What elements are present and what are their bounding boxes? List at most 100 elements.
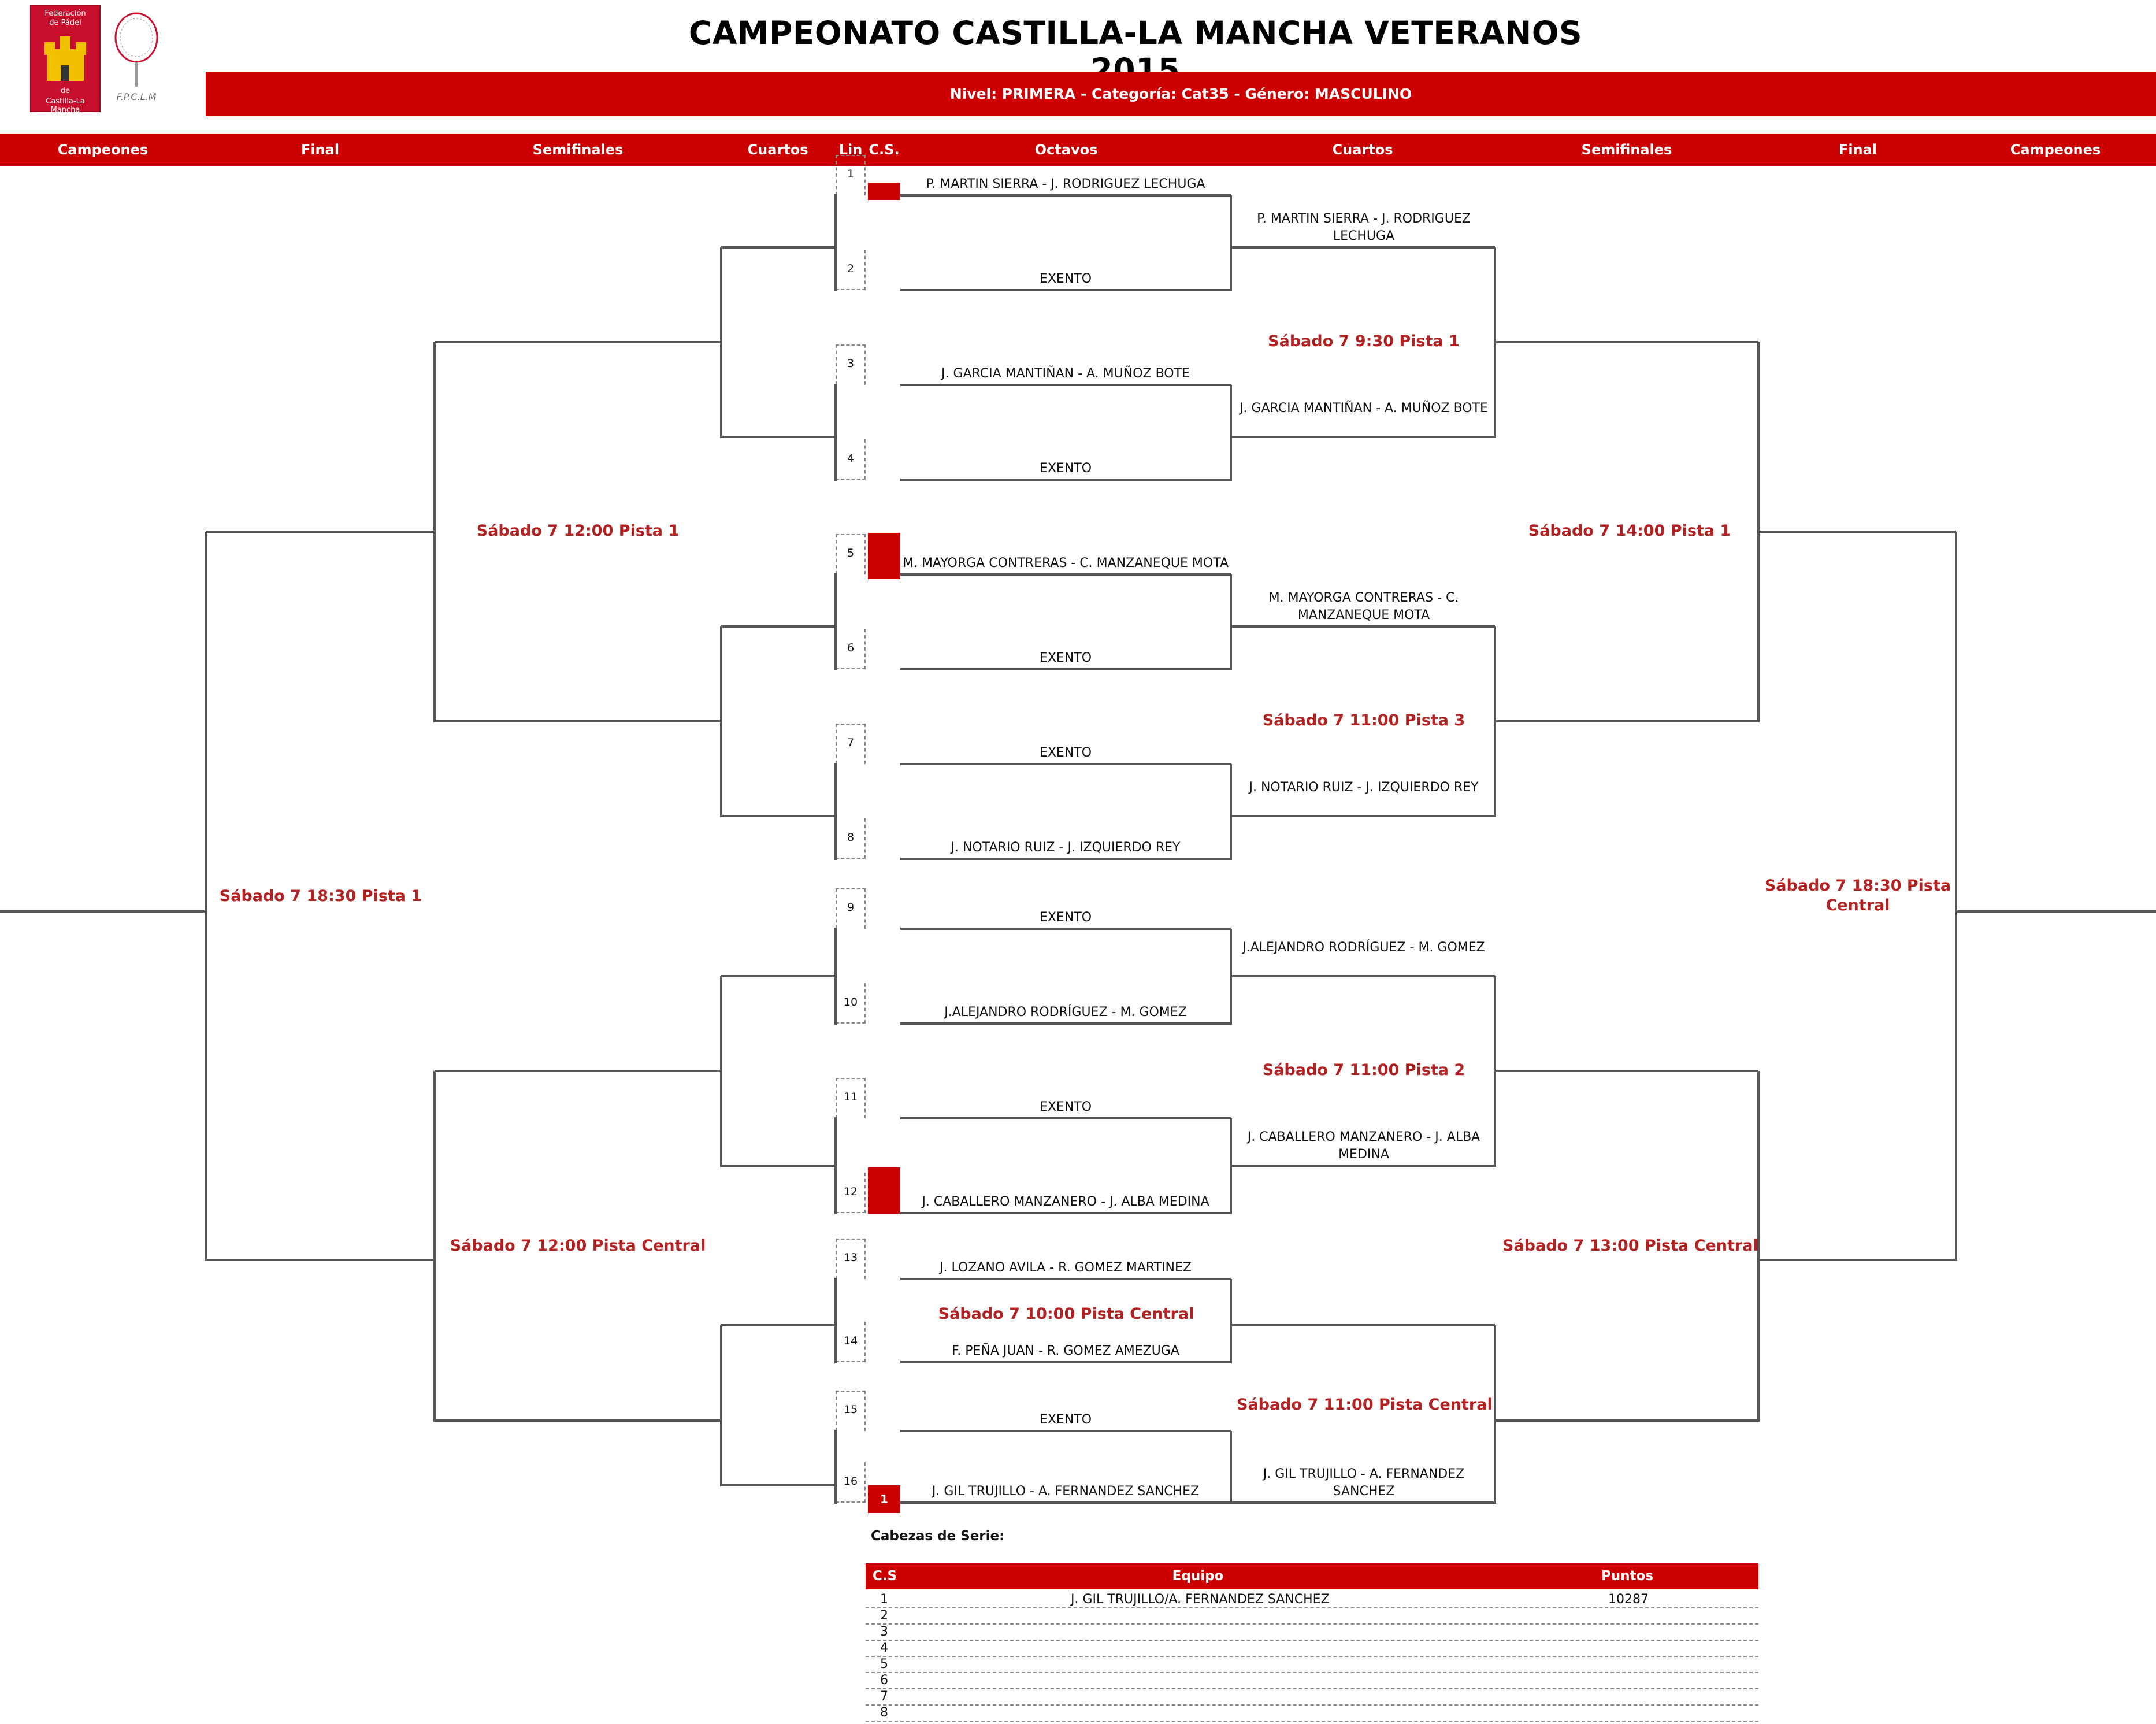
left-semis-line [435, 341, 721, 343]
line-number: 13 [843, 1251, 858, 1264]
schedule-right-semi-bottom: Sábado 7 13:00 Pista Central [1502, 1237, 1758, 1255]
octavos-connector [1230, 764, 1232, 860]
seed-row: 3 [866, 1623, 1758, 1641]
schedule-left-semi-bottom: Sábado 7 12:00 Pista Central [450, 1237, 706, 1255]
logo-text-4: Castilla-La Mancha [46, 97, 85, 114]
final-line [1758, 531, 1956, 533]
seed-marker-1: 1 [868, 1485, 900, 1513]
header-octavos: Octavos [1034, 142, 1098, 158]
castle-icon [44, 36, 86, 81]
octavos-connector [1230, 195, 1232, 291]
lin-connector [834, 928, 837, 1025]
lin-connector [834, 384, 837, 481]
schedule-q-7-8: Sábado 7 11:00 Pista Central [1237, 1396, 1493, 1414]
header-left-semis: Semifinales [532, 142, 624, 158]
seed-row: 4 [866, 1640, 1758, 1657]
octavos-connector [1230, 574, 1232, 670]
schedule-q-5-6: Sábado 7 11:00 Pista 2 [1262, 1061, 1465, 1079]
slot-box [836, 1391, 866, 1431]
slot-box [836, 1239, 866, 1279]
octavos-line [900, 1117, 1231, 1119]
octavos-team: EXENTO [1039, 746, 1092, 760]
left-quarters-line [721, 1165, 836, 1167]
slot-box [836, 724, 866, 764]
left-semis-line [435, 720, 721, 722]
header-left-quarters: Cuartos [747, 142, 808, 158]
left-final-connector [205, 532, 207, 1261]
column-header-row: Campeones Final Semifinales Cuartos Lin … [0, 134, 2156, 166]
octavos-line [900, 1361, 1231, 1363]
federation-logo: Federación de Pádel de Castilla-La Manch… [30, 5, 101, 114]
cuartos-line [1231, 1165, 1495, 1167]
left-quarters-connector [720, 1325, 722, 1486]
cuartos-team: J.ALEJANDRO RODRÍGUEZ - M. GOMEZ [1242, 940, 1485, 955]
header-right-final: Final [1838, 142, 1877, 158]
line-number: 2 [847, 262, 855, 275]
final-connector [1955, 532, 1957, 1261]
seed-marker [868, 533, 900, 579]
seed-cs: 6 [880, 1673, 888, 1688]
left-semis-line [435, 1070, 721, 1072]
seed-row: 8 [866, 1704, 1758, 1722]
cuartos-team: J. GIL TRUJILLO - A. FERNANDEZ SANCHEZ [1263, 1467, 1465, 1499]
schedule-q-3-4: Sábado 7 11:00 Pista 3 [1262, 711, 1465, 729]
schedule-q-1-2: Sábado 7 9:30 Pista 1 [1268, 332, 1460, 350]
octavos-team: J. CABALLERO MANZANERO - J. ALBA MEDINA [922, 1195, 1209, 1209]
slot-box [836, 155, 866, 195]
left-quarters-connector [720, 976, 722, 1167]
logo-text-2: de Pádel [49, 18, 81, 27]
fpclm-text: F.P.C.L.M [116, 91, 157, 102]
octavos-team: J. GARCIA MANTIÑAN - A. MUÑOZ BOTE [941, 366, 1190, 381]
octavos-team: EXENTO [1039, 910, 1092, 925]
octavos-connector [1230, 1279, 1232, 1363]
octavos-line [900, 289, 1231, 291]
slot-box [836, 888, 866, 929]
lin-connector [834, 763, 837, 860]
seed-cs: 4 [880, 1641, 888, 1655]
fpclm-logo: F.P.C.L.M [107, 6, 165, 107]
cuartos-team: M. MAYORGA CONTRERAS - C. MANZANEQUE MOT… [1268, 591, 1459, 622]
octavos-team: EXENTO [1039, 651, 1092, 665]
octavos-team: EXENTO [1039, 1100, 1092, 1114]
line-number: 7 [847, 736, 855, 749]
seed-cs: 8 [880, 1706, 888, 1720]
line-number: 10 [843, 996, 858, 1009]
slot-box [836, 534, 866, 574]
final-line [1758, 1259, 1956, 1261]
left-final-line [206, 1259, 435, 1261]
lin-connector [834, 573, 837, 670]
semis-line [1495, 341, 1758, 343]
octavos-team: J. NOTARIO RUIZ - J. IZQUIERDO REY [951, 840, 1181, 855]
header-cs: C.S. [869, 142, 900, 158]
cuartos-line [1231, 246, 1495, 249]
octavos-connector [1230, 385, 1232, 481]
line-number: 5 [847, 547, 855, 559]
line-number: 4 [847, 452, 855, 465]
category-bar: Nivel: PRIMERA - Categoría: Cat35 - Géne… [206, 72, 2156, 116]
lin-connector [834, 1117, 837, 1214]
seed-cs: 7 [880, 1689, 888, 1704]
octavos-team: F. PEÑA JUAN - R. GOMEZ AMEZUGA [952, 1344, 1179, 1358]
octavos-line [900, 479, 1231, 481]
seed-team: J. GIL TRUJILLO/A. FERNANDEZ SANCHEZ [1071, 1592, 1330, 1607]
seed-marker [868, 183, 900, 200]
left-quarters-line [721, 1324, 836, 1326]
line-number: 8 [847, 831, 855, 844]
left-final-line [206, 531, 435, 533]
schedule-left-semi-top: Sábado 7 12:00 Pista 1 [476, 522, 680, 540]
cuartos-line [1231, 1501, 1495, 1504]
seeds-header-team: Equipo [1172, 1569, 1224, 1584]
champion-line [1956, 910, 2156, 913]
octavos-team: EXENTO [1039, 272, 1092, 286]
octavos-team: EXENTO [1039, 1412, 1092, 1427]
semis-line [1495, 1070, 1758, 1072]
seed-cs: 3 [880, 1625, 888, 1639]
octavos-team: P. MARTIN SIERRA - J. RODRIGUEZ LECHUGA [926, 177, 1205, 191]
octavos-line [900, 1501, 1231, 1504]
line-number: 3 [847, 357, 855, 370]
octavos-team: J. LOZANO AVILA - R. GOMEZ MARTINEZ [940, 1260, 1192, 1275]
line-number: 14 [843, 1334, 858, 1347]
padel-racket-icon [114, 12, 158, 87]
cuartos-team: J. GARCIA MANTIÑAN - A. MUÑOZ BOTE [1240, 401, 1488, 416]
